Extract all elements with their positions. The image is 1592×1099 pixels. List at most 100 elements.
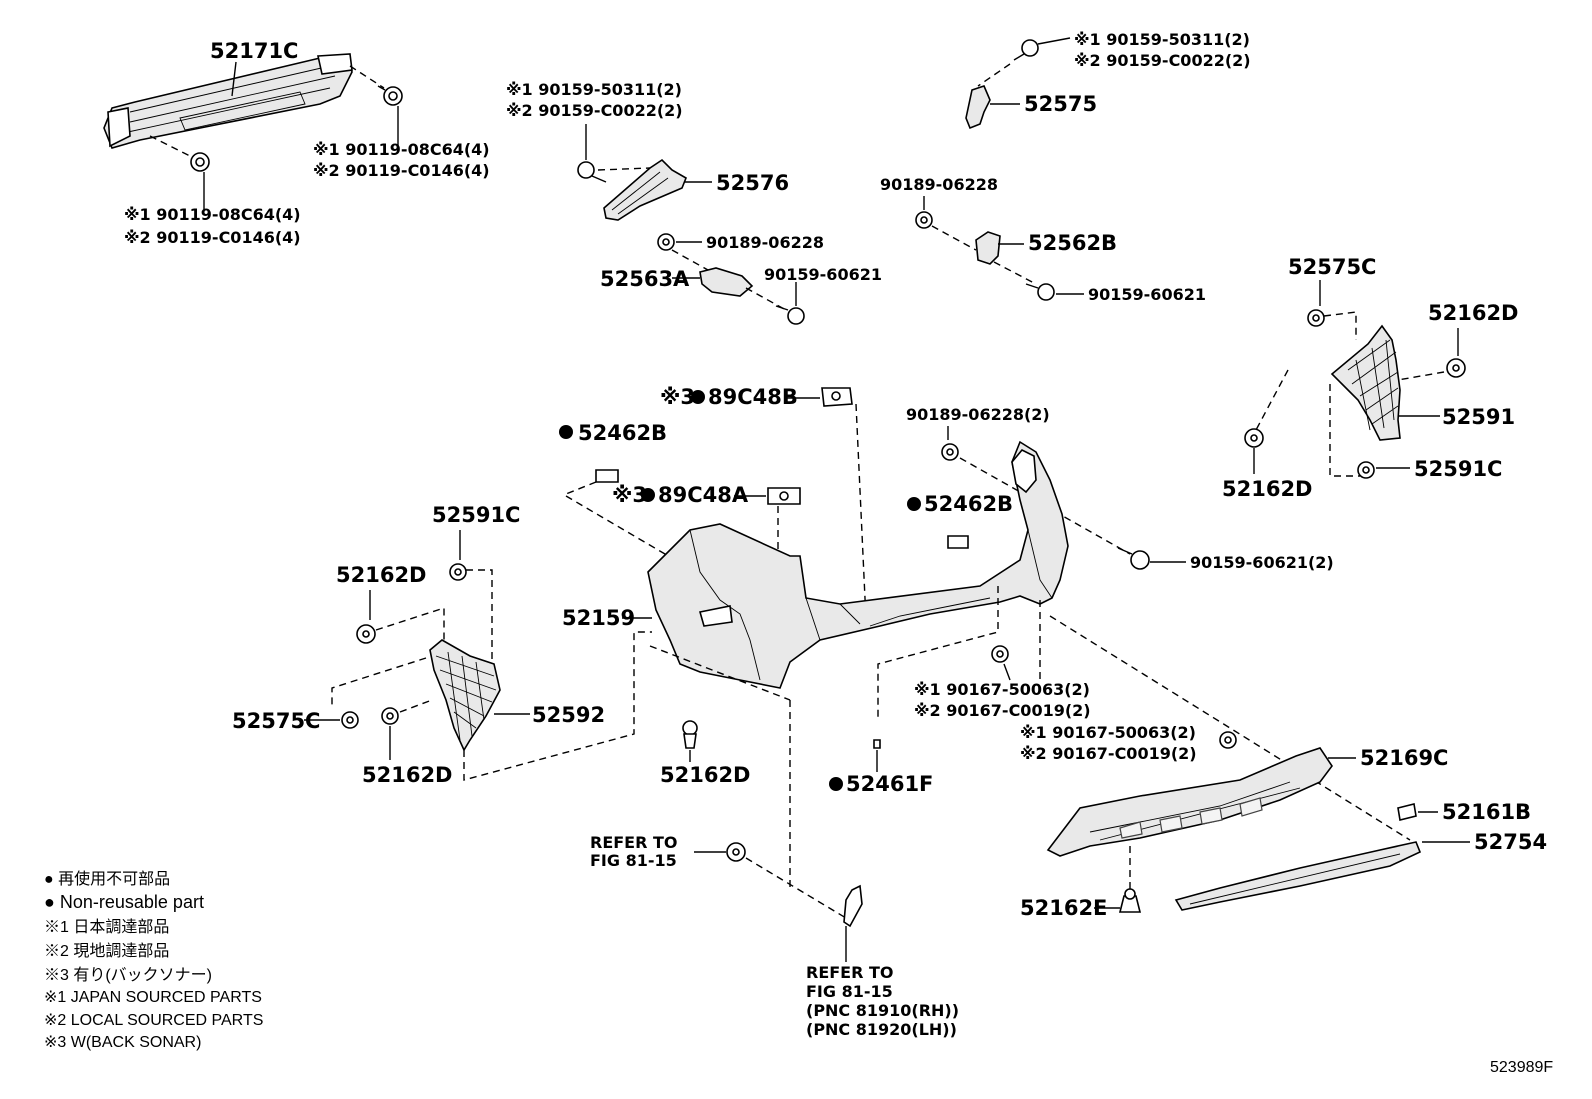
pad-52462b-left (595, 469, 619, 483)
label-52162e: 52162E (1020, 896, 1107, 920)
label-52575c-left: 52575C (232, 709, 320, 733)
label-52592: 52592 (532, 703, 605, 727)
label-52161b: 52161B (1442, 800, 1531, 824)
bolt-icon (991, 645, 1009, 663)
label-52462b-left: 52462B (578, 421, 667, 445)
clip-icon (1446, 358, 1466, 378)
label-bolt-l2: ※2 90119-C0146(4) (124, 228, 301, 247)
label-bolt-l1: ※1 90119-08C64(4) (124, 205, 301, 224)
refer-b-line4: (PNC 81920(LH)) (806, 1020, 957, 1039)
screw-icon (577, 161, 607, 183)
refer-b-line3: (PNC 81910(RH)) (806, 1001, 959, 1020)
clip-icon (1307, 309, 1325, 327)
label-90167-right1: ※1 90167-50063(2) (1020, 723, 1196, 742)
label-52563a-screw: 90159-60621 (764, 265, 882, 284)
part-52171c-reinforcement (103, 53, 353, 149)
legend-item: ※3 W(BACK SONAR) (44, 1034, 201, 1051)
pad-52462b-right (947, 535, 969, 549)
clip-icon (915, 211, 933, 229)
legend-item: ※2 現地調達部品 (44, 942, 169, 960)
legend-item: ※1 JAPAN SOURCED PARTS (44, 989, 262, 1006)
refer-b-line1: REFER TO (806, 963, 894, 982)
part-52159-bumper-cover (647, 440, 1069, 689)
refer-a-line2: FIG 81-15 (590, 851, 677, 870)
label-52576-screw1: ※1 90159-50311(2) (506, 80, 682, 99)
label-bolt-r1: ※1 90119-08C64(4) (313, 140, 490, 159)
clip-icon (1357, 461, 1375, 479)
clip-icon (449, 563, 467, 581)
label-52576-screw2: ※2 90159-C0022(2) (506, 101, 683, 120)
label-52162d-right-top: 52162D (1428, 301, 1519, 325)
label-52563a: 52563A (600, 267, 690, 291)
screw-icon (775, 305, 805, 325)
label-90167-right2: ※2 90167-C0019(2) (1020, 744, 1197, 763)
clip-icon (381, 707, 399, 725)
screw-icon (1117, 547, 1150, 570)
refer-b-line2: FIG 81-15 (806, 982, 893, 1001)
label-52162d-center: 52162D (660, 763, 751, 787)
label-52575-screw2: ※2 90159-C0022(2) (1074, 51, 1251, 70)
part-52562b-retainer (975, 231, 1001, 265)
label-52562b-clip: 90189-06228 (880, 175, 998, 194)
clip-icon (1118, 888, 1142, 913)
part-52563a-retainer (699, 267, 754, 297)
label-52562b-screw: 90159-60621 (1088, 285, 1206, 304)
label-52576: 52576 (716, 171, 789, 195)
label-52461f: 52461F (846, 772, 933, 796)
label-52754: 52754 (1474, 830, 1547, 854)
label-52162d-left-bottom: 52162D (362, 763, 453, 787)
reflector-part (843, 884, 863, 928)
label-89c48b: 89C48B (708, 385, 798, 409)
label-52575c-right: 52575C (1288, 255, 1376, 279)
label-52162d-right-bottom: 52162D (1222, 477, 1313, 501)
part-52754-garnish (1174, 841, 1422, 911)
label-90167-center1: ※1 90167-50063(2) (914, 680, 1090, 699)
legend-item: ※1 日本調達部品 (44, 918, 169, 936)
bolt-icon (190, 152, 210, 172)
clip-icon (356, 624, 376, 644)
label-52562b: 52562B (1028, 231, 1117, 255)
label-89c48b-prefix: ※3 (660, 385, 695, 409)
label-52171c: 52171C (210, 39, 298, 63)
part-52575-bracket (965, 85, 991, 130)
clip-icon (657, 233, 675, 251)
legend-item: ※2 LOCAL SOURCED PARTS (44, 1012, 263, 1029)
cap-52161b (1397, 803, 1417, 821)
bolt-icon (377, 85, 403, 106)
sensor-89c48b-holder (821, 387, 853, 407)
legend-item: ※3 有り(バックソナー) (44, 966, 212, 984)
label-90159-2: 90159-60621(2) (1190, 553, 1334, 572)
clip-icon (341, 711, 359, 729)
label-89c48a: 89C48A (658, 483, 749, 507)
part-52576-bracket (603, 158, 688, 221)
label-52162d-left-top: 52162D (336, 563, 427, 587)
part-52592-retainer (429, 639, 501, 752)
legend-item: ● Non-reusable part (44, 892, 204, 912)
legend: ● 再使用不可部品 ● Non-reusable part ※1 日本調達部品 … (44, 870, 263, 1051)
label-52462b-right: 52462B (924, 492, 1013, 516)
clip-icon (682, 720, 698, 749)
bolt-icon (1219, 731, 1237, 749)
label-bolt-r2: ※2 90119-C0146(4) (313, 161, 490, 180)
clip-icon (941, 443, 959, 461)
label-90167-center2: ※2 90167-C0019(2) (914, 701, 1091, 720)
label-52159: 52159 (562, 606, 635, 630)
screw-icon (1025, 283, 1055, 301)
drawing-number: 523989F (1490, 1059, 1553, 1076)
label-52591c-right: 52591C (1414, 457, 1502, 481)
refer-a-line1: REFER TO (590, 833, 678, 852)
label-52591c-left: 52591C (432, 503, 520, 527)
screw-icon (1013, 39, 1039, 61)
legend-item: ● 再使用不可部品 (44, 870, 170, 888)
part-52591-retainer (1330, 324, 1401, 441)
sensor-89c48a-holder (767, 487, 801, 505)
label-90189-2: 90189-06228(2) (906, 405, 1050, 424)
label-52563a-clip: 90189-06228 (706, 233, 824, 252)
label-52591: 52591 (1442, 405, 1515, 429)
label-52575: 52575 (1024, 92, 1097, 116)
clip-icon (1244, 428, 1264, 448)
label-52575-screw1: ※1 90159-50311(2) (1074, 30, 1250, 49)
label-52169c: 52169C (1360, 746, 1448, 770)
part-52169c-lower-cover (1046, 747, 1333, 857)
